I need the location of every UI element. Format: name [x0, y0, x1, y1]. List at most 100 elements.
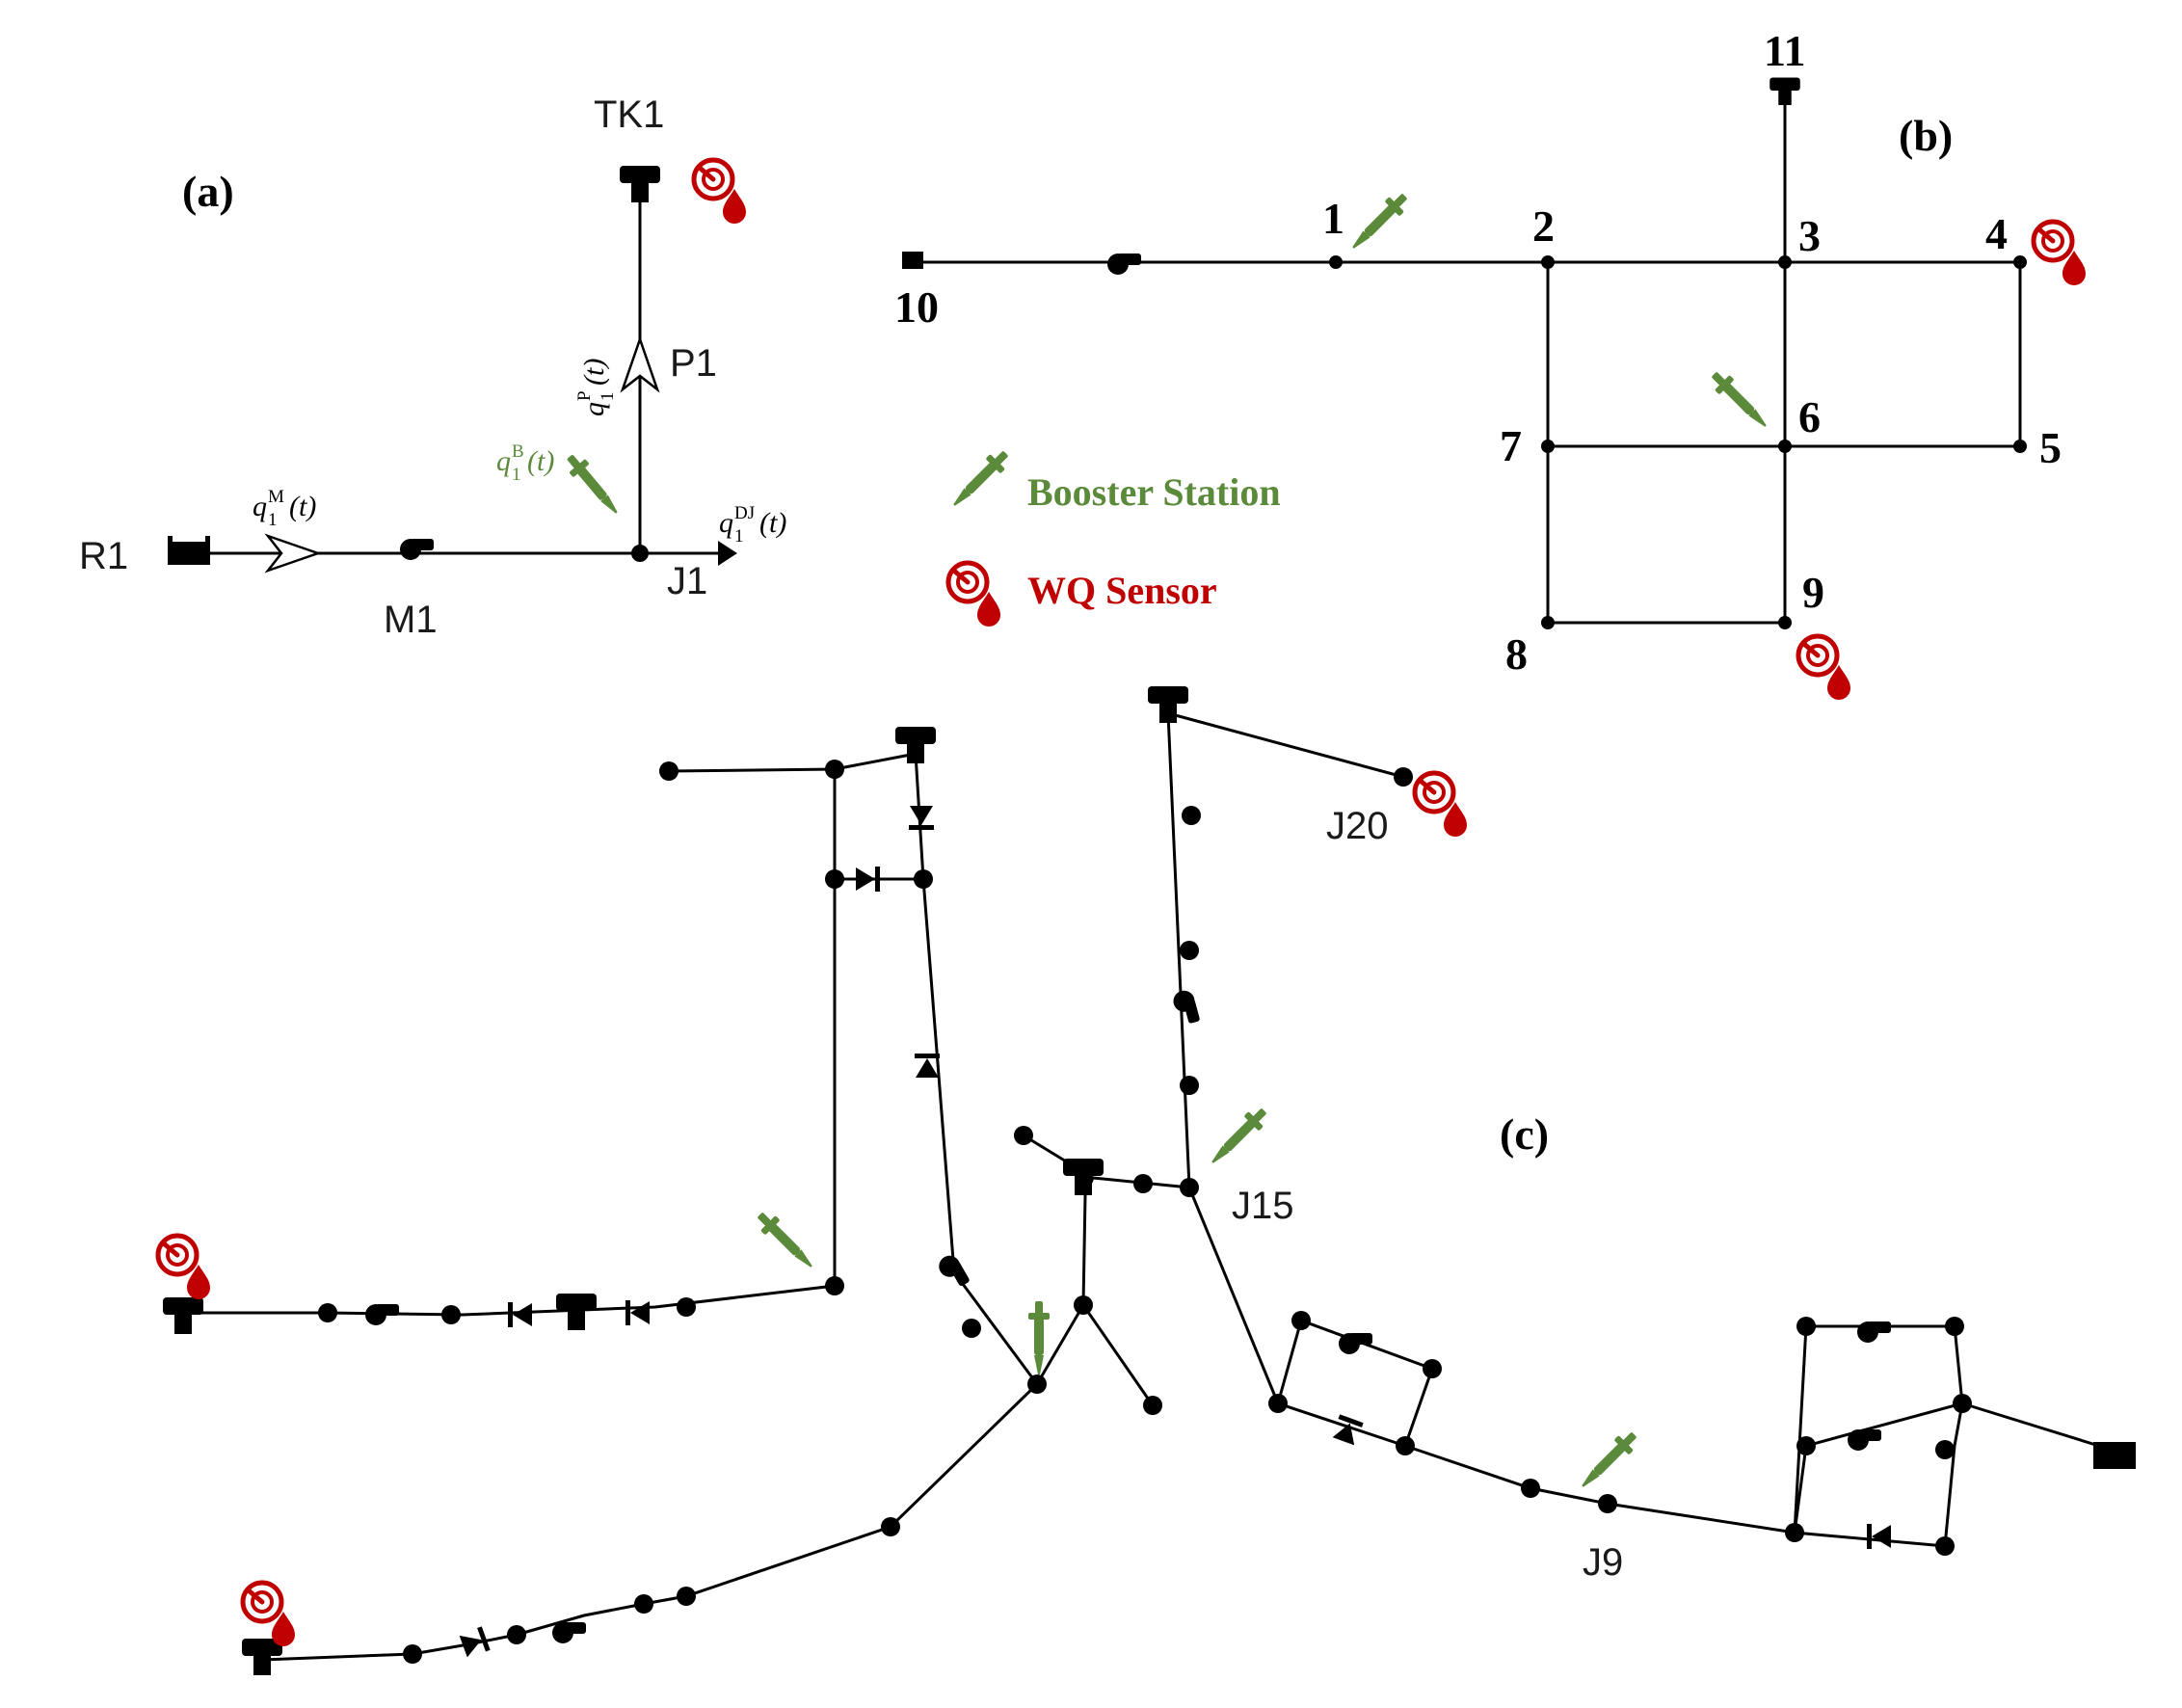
demand-arrow-icon	[718, 541, 737, 566]
meter-label: M1	[384, 599, 438, 641]
node-8	[1541, 616, 1555, 629]
wq-sensor-icon	[158, 1236, 210, 1299]
svg-text:1: 1	[512, 465, 521, 485]
node-2	[1541, 255, 1555, 269]
svg-text:1: 1	[268, 510, 278, 530]
wq-sensor-icon	[948, 563, 1000, 627]
booster-station-icon	[1028, 1301, 1050, 1374]
panel-b-label: (b)	[1899, 111, 1953, 160]
junction-j1	[631, 545, 649, 562]
tank-label: TK1	[594, 93, 664, 136]
node-10-label: 10	[894, 282, 939, 332]
booster-station-icon	[1706, 366, 1773, 434]
valve-icon	[459, 1626, 491, 1659]
booster-station-icon	[1575, 1427, 1642, 1494]
wq-sensor-icon	[2034, 222, 2086, 285]
svg-text:(t): (t)	[578, 359, 610, 386]
legend-sensor-label: WQ Sensor	[1027, 569, 1217, 612]
svg-text:1: 1	[734, 526, 744, 547]
panel-b: (b) 1 2 3 4 5 6	[894, 26, 2086, 700]
node-6	[1778, 440, 1792, 453]
svg-text:q: q	[578, 402, 610, 416]
tank-icon	[163, 1297, 203, 1334]
node-9-label: 9	[1802, 568, 1824, 617]
reservoir-label: R1	[79, 535, 128, 577]
valve-icon	[508, 1302, 532, 1327]
legend-booster-label: Booster Station	[1027, 470, 1281, 514]
svg-text:(t): (t)	[289, 491, 316, 522]
svg-text:P: P	[574, 390, 595, 401]
main-flow-arrow-icon	[264, 533, 322, 574]
pipe-left-branch	[183, 767, 837, 1317]
svg-text:q: q	[253, 491, 267, 522]
pipe-lower-left	[261, 1382, 1039, 1662]
node-1	[1329, 255, 1343, 269]
svg-text:B: B	[512, 441, 524, 462]
junction-j9-label: J9	[1583, 1541, 1623, 1584]
node-4-label: 4	[1985, 209, 2008, 258]
pump-label: P1	[670, 342, 717, 385]
pump-icon	[1107, 254, 1141, 275]
booster-flow-label: q 1 B (t)	[496, 441, 554, 485]
pipe-j20	[1167, 711, 1404, 779]
pump-icon	[1848, 1429, 1881, 1451]
legend: Booster Station WQ Sensor	[946, 445, 1281, 627]
pipe-center-tank	[1035, 1176, 1190, 1385]
pump-icon	[1339, 1333, 1372, 1354]
node-3	[1778, 255, 1792, 269]
pump-icon	[365, 1304, 399, 1325]
valve-icon	[1867, 1524, 1891, 1549]
reservoir-icon	[168, 536, 210, 565]
junction-j15-label: J15	[1232, 1185, 1294, 1227]
booster-station-icon	[752, 1207, 819, 1274]
junction-nodes	[318, 760, 1972, 1664]
valve-icon	[625, 1300, 650, 1325]
node-7-label: 7	[1500, 421, 1522, 470]
node-5	[2013, 440, 2027, 453]
node-1-label: 1	[1322, 194, 1344, 243]
pump-flow-label: q 1 P (t)	[574, 359, 618, 416]
wq-sensor-icon	[243, 1583, 295, 1646]
panel-c-label: (c)	[1500, 1109, 1549, 1159]
valve-icon	[856, 867, 880, 892]
panel-a-label: (a)	[182, 167, 234, 216]
pipe-right-column	[1166, 712, 2131, 1548]
tank-icon	[1770, 77, 1800, 105]
node-4	[2013, 255, 2027, 269]
main-flow-label: q 1 M (t)	[253, 487, 316, 530]
node-7	[1541, 440, 1555, 453]
node-8-label: 8	[1505, 629, 1528, 679]
node-3-label: 3	[1798, 211, 1821, 260]
demand-flow-label: q 1 DJ (t)	[719, 503, 786, 547]
booster-station-icon	[561, 449, 625, 520]
wq-sensor-icon	[1415, 773, 1467, 837]
reservoir-icon	[2093, 1442, 2136, 1469]
pump-arrow-icon	[620, 335, 660, 393]
node-9	[1778, 616, 1792, 629]
pipe-center-dangle	[1081, 1304, 1155, 1406]
pipe-top-link	[834, 752, 917, 771]
junction-label: J1	[667, 560, 707, 602]
node-5-label: 5	[2039, 423, 2062, 472]
panel-c: (c)	[158, 686, 2136, 1675]
svg-text:(t): (t)	[759, 507, 786, 539]
svg-text:q: q	[496, 445, 511, 477]
node-11-label: 11	[1764, 26, 1805, 75]
svg-text:1: 1	[598, 392, 618, 402]
tank-icon	[620, 166, 660, 202]
svg-text:M: M	[268, 487, 284, 507]
pump-icon	[1171, 988, 1201, 1027]
booster-station-icon	[1345, 188, 1413, 255]
pipe-tank-column	[914, 753, 1039, 1385]
wq-sensor-icon	[1798, 636, 1850, 700]
wq-sensor-icon	[694, 160, 746, 224]
tank-icon	[242, 1639, 282, 1675]
valve-icon	[915, 1054, 940, 1078]
pump-icon	[1857, 1321, 1891, 1343]
node-6-label: 6	[1798, 392, 1821, 441]
booster-station-icon	[946, 445, 1014, 513]
svg-text:(t): (t)	[527, 445, 554, 477]
svg-text:q: q	[719, 507, 733, 539]
